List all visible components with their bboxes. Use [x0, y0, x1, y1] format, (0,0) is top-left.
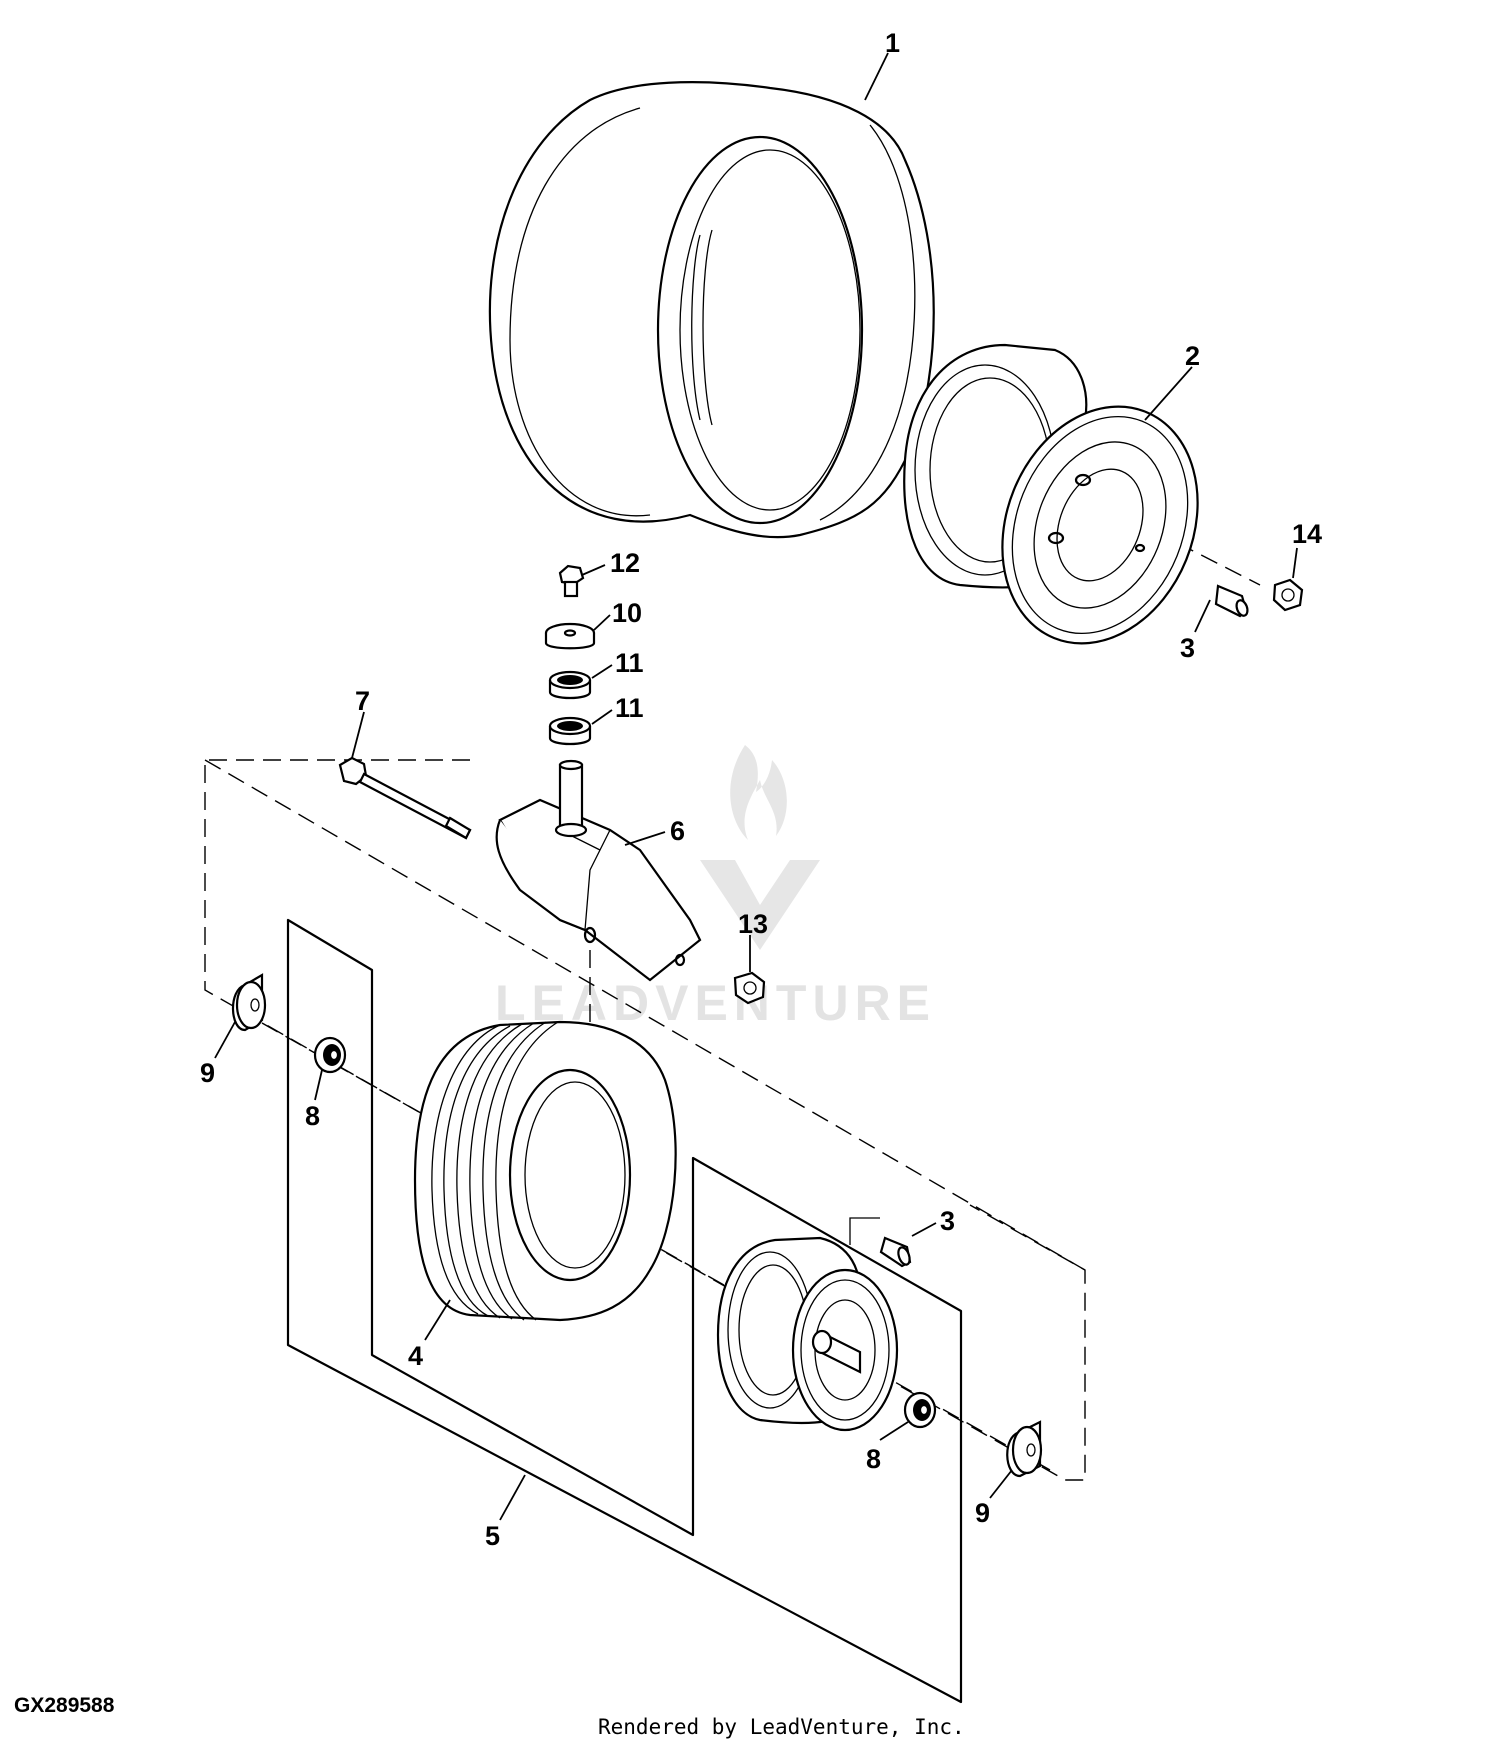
bolt — [338, 756, 472, 840]
callout-10: 10 — [612, 598, 642, 628]
caster-fork — [495, 759, 702, 982]
tire-small — [413, 1020, 677, 1322]
callout-11-upper: 11 — [615, 648, 644, 678]
rim-small — [716, 1236, 899, 1432]
valve-stem-upper — [1214, 584, 1249, 618]
callout-8-right: 8 — [866, 1444, 881, 1474]
render-credit: Rendered by LeadVenture, Inc. — [598, 1715, 965, 1739]
callout-8-left: 8 — [305, 1101, 320, 1131]
callout-2: 2 — [1185, 341, 1200, 371]
callout-13: 13 — [738, 909, 768, 939]
bearing-lower — [548, 716, 592, 746]
washer — [544, 622, 596, 650]
seal-right — [903, 1391, 937, 1429]
callout-9-left: 9 — [200, 1058, 215, 1088]
cap-screw — [558, 564, 585, 598]
callout-4: 4 — [408, 1341, 423, 1371]
callout-5: 5 — [485, 1521, 500, 1551]
lock-nut — [733, 971, 766, 1005]
callout-7: 7 — [355, 686, 370, 716]
spacer-right — [1006, 1420, 1043, 1478]
bearing-upper — [548, 670, 592, 700]
valve-stem-lower — [879, 1236, 912, 1268]
callout-14: 14 — [1292, 519, 1322, 549]
callout-9-right: 9 — [975, 1498, 990, 1528]
leader-lines — [214, 52, 1298, 1521]
rim-large — [903, 343, 1199, 645]
callouts: 1 2 14 3 12 10 11 11 7 6 13 9 8 4 5 3 8 … — [200, 28, 1322, 1551]
callout-11-lower: 11 — [615, 693, 644, 723]
seal-left — [313, 1036, 347, 1074]
callout-3-upper: 3 — [1180, 633, 1195, 663]
wheel-assembly-outline — [286, 918, 963, 1704]
lug-nut — [1272, 578, 1304, 612]
callout-6: 6 — [670, 816, 685, 846]
callout-3-lower: 3 — [940, 1206, 955, 1236]
callout-1: 1 — [885, 28, 900, 58]
callout-12: 12 — [610, 548, 640, 578]
tire-large — [488, 81, 935, 539]
spacer-left — [231, 973, 267, 1032]
watermark-logo-icon — [700, 745, 820, 950]
figure-id: GX289588 — [14, 1694, 115, 1717]
